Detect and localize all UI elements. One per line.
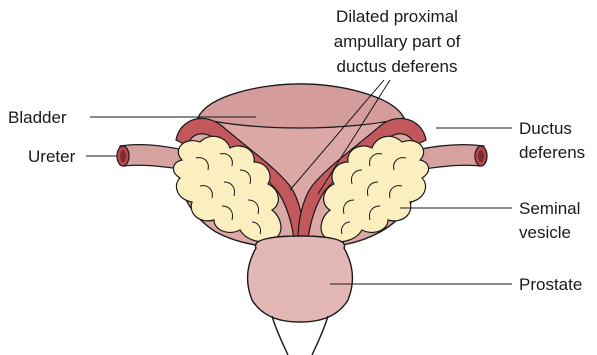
ampulla-label-line1: Dilated proximal xyxy=(336,7,458,26)
seminal-vesicle-label-line1: Seminal xyxy=(519,199,580,218)
urethra xyxy=(272,316,288,355)
ductus-deferens-label-line2: deferens xyxy=(519,143,585,162)
ductus-deferens-label-line1: Ductus xyxy=(519,119,572,138)
ampulla-label-line3: ductus deferens xyxy=(337,57,458,76)
bladder-label: Bladder xyxy=(8,108,67,127)
ureter-label: Ureter xyxy=(28,147,76,166)
prostate-label: Prostate xyxy=(519,275,582,294)
seminal-vesicle-label-line2: vesicle xyxy=(519,223,571,242)
ampulla-label-line2: ampullary part of xyxy=(334,32,461,51)
prostate xyxy=(248,236,353,322)
urethra-right xyxy=(312,316,328,355)
